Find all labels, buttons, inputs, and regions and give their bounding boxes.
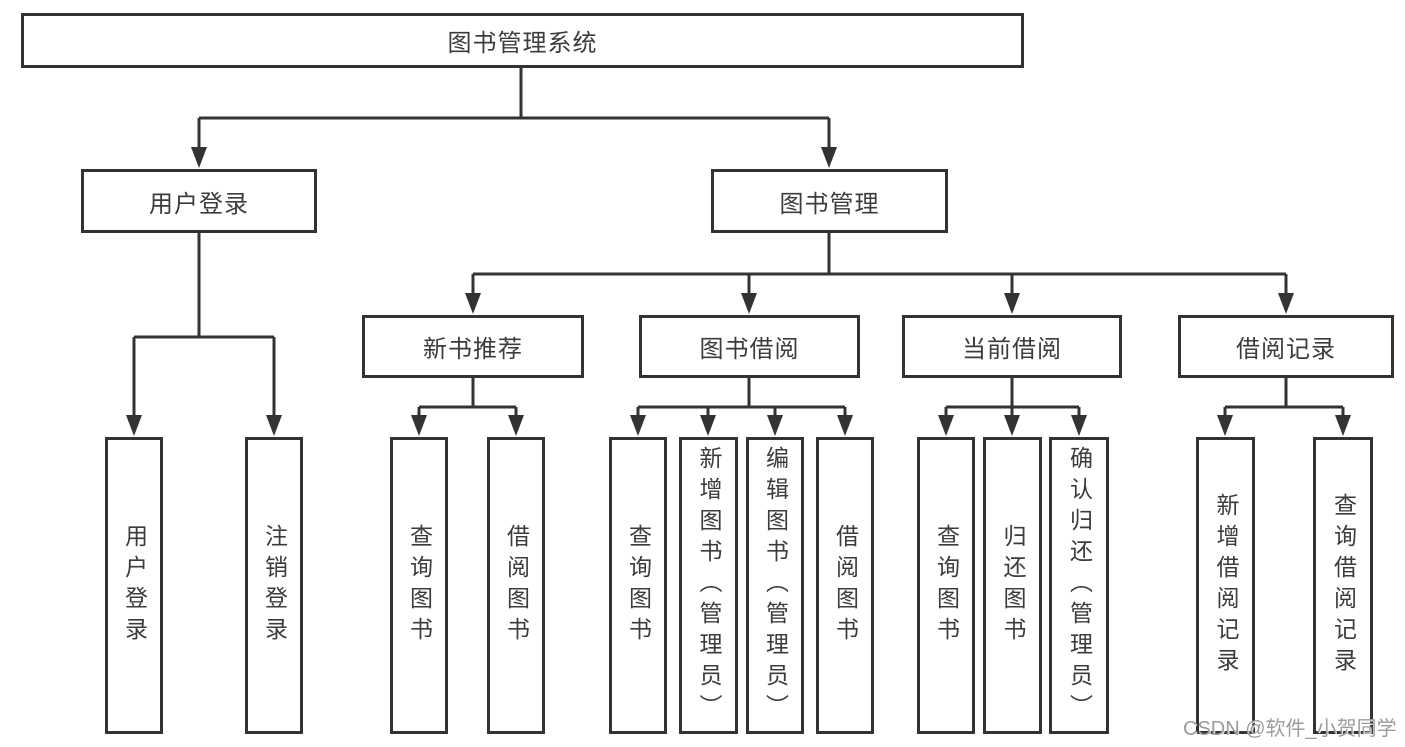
leaf-query-borrow-record-label: 查询借阅记录	[1330, 492, 1357, 679]
leaf-return-books-label: 归还图书	[1000, 523, 1026, 648]
node-user-login-label: 用户登录	[149, 190, 249, 218]
node-borrow-records-label: 借阅记录	[1236, 336, 1336, 363]
leaf-add-borrow-record-label: 新增借阅记录	[1213, 492, 1239, 679]
leaf-borrow-books-2-label: 借阅图书	[832, 523, 859, 648]
node-new-book-recommend: 新书推荐	[362, 315, 584, 378]
leaf-logout-label: 注销登录	[261, 523, 288, 648]
node-book-borrow: 图书借阅	[639, 315, 860, 378]
leaf-confirm-return-admin: 确认归还（管理员）	[1049, 437, 1109, 734]
leaf-confirm-return-admin-label: 确认归还（管理员）	[1066, 446, 1093, 725]
leaf-borrow-books-1-label: 借阅图书	[503, 523, 530, 648]
node-book-management-label: 图书管理	[779, 190, 880, 218]
leaf-edit-books-admin: 编辑图书（管理员）	[746, 437, 804, 734]
leaf-user-login: 用户登录	[105, 437, 163, 734]
leaf-user-login-label: 用户登录	[121, 523, 148, 648]
node-root: 图书管理系统	[21, 13, 1024, 68]
leaf-edit-books-admin-label: 编辑图书（管理员）	[762, 446, 789, 725]
leaf-query-books-1-label: 查询图书	[406, 523, 433, 648]
leaf-add-borrow-record: 新增借阅记录	[1196, 437, 1255, 734]
leaf-query-books-3-label: 查询图书	[933, 523, 960, 648]
leaf-query-books-1: 查询图书	[390, 437, 448, 734]
csdn-watermark: CSDN @软件_小贺同学	[1183, 718, 1397, 740]
leaf-add-books-admin: 新增图书（管理员）	[679, 437, 738, 734]
leaf-add-books-admin-label: 新增图书（管理员）	[696, 446, 722, 725]
node-new-book-recommend-label: 新书推荐	[423, 336, 523, 363]
node-current-borrow-label: 当前借阅	[962, 336, 1062, 363]
leaf-query-books-2-label: 查询图书	[625, 523, 652, 648]
node-book-management: 图书管理	[711, 169, 948, 233]
node-borrow-records: 借阅记录	[1178, 315, 1394, 378]
node-user-login: 用户登录	[81, 169, 317, 233]
leaf-return-books: 归还图书	[983, 437, 1042, 734]
node-root-label: 图书管理系统	[447, 30, 598, 57]
leaf-logout: 注销登录	[245, 437, 303, 734]
leaf-borrow-books-2: 借阅图书	[816, 437, 874, 734]
node-book-borrow-label: 图书借阅	[699, 336, 800, 363]
node-current-borrow: 当前借阅	[902, 315, 1122, 378]
leaf-query-borrow-record: 查询借阅记录	[1313, 437, 1373, 734]
leaf-query-books-2: 查询图书	[609, 437, 667, 734]
leaf-borrow-books-1: 借阅图书	[487, 437, 545, 734]
leaf-query-books-3: 查询图书	[917, 437, 975, 734]
